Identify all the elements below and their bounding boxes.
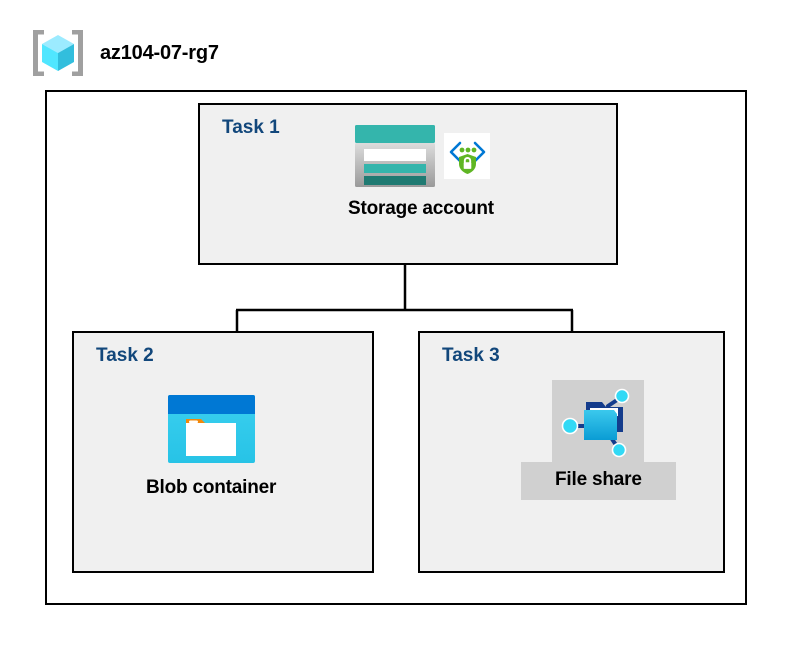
node-blob-container[interactable]: Blob container — [146, 390, 276, 499]
node-blob-container-caption: Blob container — [146, 477, 277, 498]
task-1-box: Task 1 — [198, 103, 618, 265]
node-blob-container-icons — [164, 390, 259, 468]
node-file-share-caption: File share — [521, 462, 676, 500]
resource-group-title: az104-07-rg7 — [100, 41, 219, 64]
resource-group-icon — [33, 30, 83, 76]
task-3-box: Task 3 — [418, 331, 725, 573]
resource-group-header: az104-07-rg7 — [30, 27, 219, 79]
task-2-box: Task 2 Blob — [72, 331, 374, 573]
node-storage-account-caption: Storage account — [348, 198, 494, 219]
file-share-icon — [562, 388, 630, 458]
node-file-share-icons — [552, 380, 645, 462]
task-1-label: Task 1 — [222, 117, 280, 138]
blob-container-icon — [167, 395, 255, 463]
task-3-label: Task 3 — [442, 345, 500, 366]
task-2-label: Task 2 — [96, 345, 154, 366]
secure-transfer-icon — [443, 133, 490, 179]
node-file-share[interactable]: File share — [521, 380, 676, 500]
node-storage-account-icons — [352, 123, 490, 189]
node-storage-account[interactable]: Storage account — [348, 123, 494, 220]
storage-account-icon — [354, 125, 435, 187]
